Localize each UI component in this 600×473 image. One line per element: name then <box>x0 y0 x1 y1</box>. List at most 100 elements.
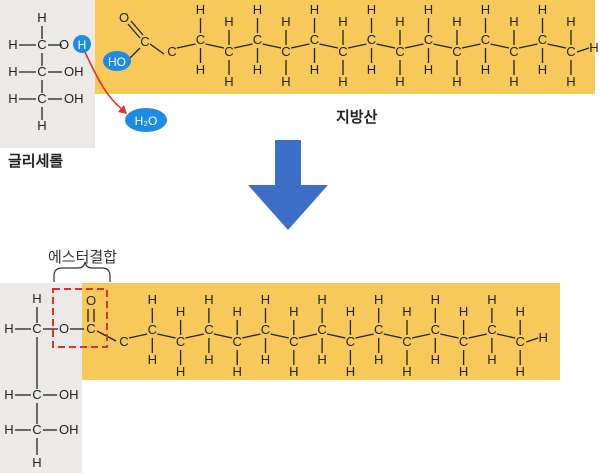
bond <box>319 43 339 49</box>
atom-h: H <box>8 37 17 52</box>
atom-h: H <box>509 74 518 89</box>
bond <box>326 333 346 339</box>
atom-c: C <box>167 44 176 59</box>
atom-h: H <box>367 2 376 17</box>
atom-h: H <box>424 2 433 17</box>
atom-h: H <box>346 304 355 319</box>
atom-c: C <box>402 334 411 349</box>
bond <box>433 43 453 49</box>
fatty-acid-label: 지방산 <box>336 108 378 126</box>
atom-h: H <box>233 304 242 319</box>
down-arrow <box>248 140 328 230</box>
atom-h: H <box>538 2 547 17</box>
atom-h: H <box>346 364 355 379</box>
atom-h: H <box>289 364 298 379</box>
glycerol-background-top <box>0 0 95 148</box>
atom-h: H <box>233 364 242 379</box>
bond <box>376 43 396 49</box>
atom-h: H <box>402 304 411 319</box>
atom-h: H <box>481 2 490 17</box>
atom-o: O <box>86 293 96 308</box>
atom-h: H <box>317 352 326 367</box>
ester-bond-highlight-box <box>52 288 108 348</box>
atom-h: H <box>374 292 383 307</box>
hydrogen-highlight-text: H <box>78 38 87 52</box>
atom-h: H <box>395 14 404 29</box>
hydrogen-highlight-circle <box>73 35 91 53</box>
bond <box>130 20 144 36</box>
atom-oh: OH <box>64 91 84 106</box>
atom-h: H <box>395 74 404 89</box>
atom-h: H <box>516 304 525 319</box>
atom-c: C <box>32 321 41 336</box>
atom-c: C <box>37 37 46 52</box>
atom-h: H <box>32 291 41 306</box>
atom-h: H <box>509 14 518 29</box>
atom-h: H <box>196 2 205 17</box>
atom-c: C <box>261 322 270 337</box>
fatty-acid-molecule-top: COCCHHCHHCHHCHHCHHCHHCHHCHHCHHCHHCHHCHHC… <box>119 2 599 89</box>
atom-h: H <box>452 74 461 89</box>
atom-h: H <box>516 364 525 379</box>
atom-h: H <box>32 455 41 470</box>
atom-c: C <box>140 34 149 49</box>
atom-h: H <box>204 292 213 307</box>
atom-c: C <box>224 44 233 59</box>
atom-c: C <box>32 422 41 437</box>
atom-c: C <box>566 44 575 59</box>
water-ellipse <box>125 108 167 132</box>
bond <box>129 47 141 59</box>
bond <box>576 47 590 53</box>
atom-h: H <box>224 14 233 29</box>
atom-o: O <box>119 10 129 25</box>
bond <box>411 333 431 339</box>
atom-h: H <box>4 422 13 437</box>
bond <box>298 333 318 339</box>
atom-c: C <box>37 64 46 79</box>
bond <box>404 43 424 49</box>
bond <box>383 333 403 339</box>
atom-h: H <box>196 62 205 77</box>
atom-o: O <box>59 37 69 52</box>
atom-c: C <box>431 322 440 337</box>
atom-h: H <box>261 292 270 307</box>
atom-c: C <box>37 91 46 106</box>
atom-c: C <box>233 334 242 349</box>
fatty-acid-background-top <box>95 0 595 94</box>
atom-c: C <box>338 44 347 59</box>
atom-h: H <box>8 64 17 79</box>
atom-h: H <box>374 352 383 367</box>
atom-h: H <box>539 330 548 345</box>
bond <box>461 43 481 49</box>
atom-c: C <box>310 32 319 47</box>
bond <box>525 337 539 343</box>
atom-h: H <box>281 74 290 89</box>
bond <box>547 43 567 49</box>
atom-o: O <box>59 321 69 336</box>
atom-c: C <box>289 334 298 349</box>
glycerol-background-bottom <box>0 283 82 473</box>
bond <box>355 333 374 339</box>
bond <box>290 43 310 49</box>
atom-h: H <box>402 364 411 379</box>
atom-c: C <box>204 322 213 337</box>
atom-h: H <box>317 292 326 307</box>
atom-c: C <box>452 44 461 59</box>
bond <box>176 43 196 49</box>
ester-bond-bracket <box>53 261 111 282</box>
atom-h: H <box>4 321 13 336</box>
atom-h: H <box>431 352 440 367</box>
atom-c: C <box>538 32 547 47</box>
bond <box>213 333 233 339</box>
atom-h: H <box>148 352 157 367</box>
bond <box>262 43 282 49</box>
fatty-acid-background-bottom <box>82 283 560 380</box>
bond <box>347 43 367 49</box>
bond <box>440 333 459 339</box>
atom-h: H <box>148 292 157 307</box>
atom-h: H <box>253 62 262 77</box>
atom-h: H <box>338 74 347 89</box>
